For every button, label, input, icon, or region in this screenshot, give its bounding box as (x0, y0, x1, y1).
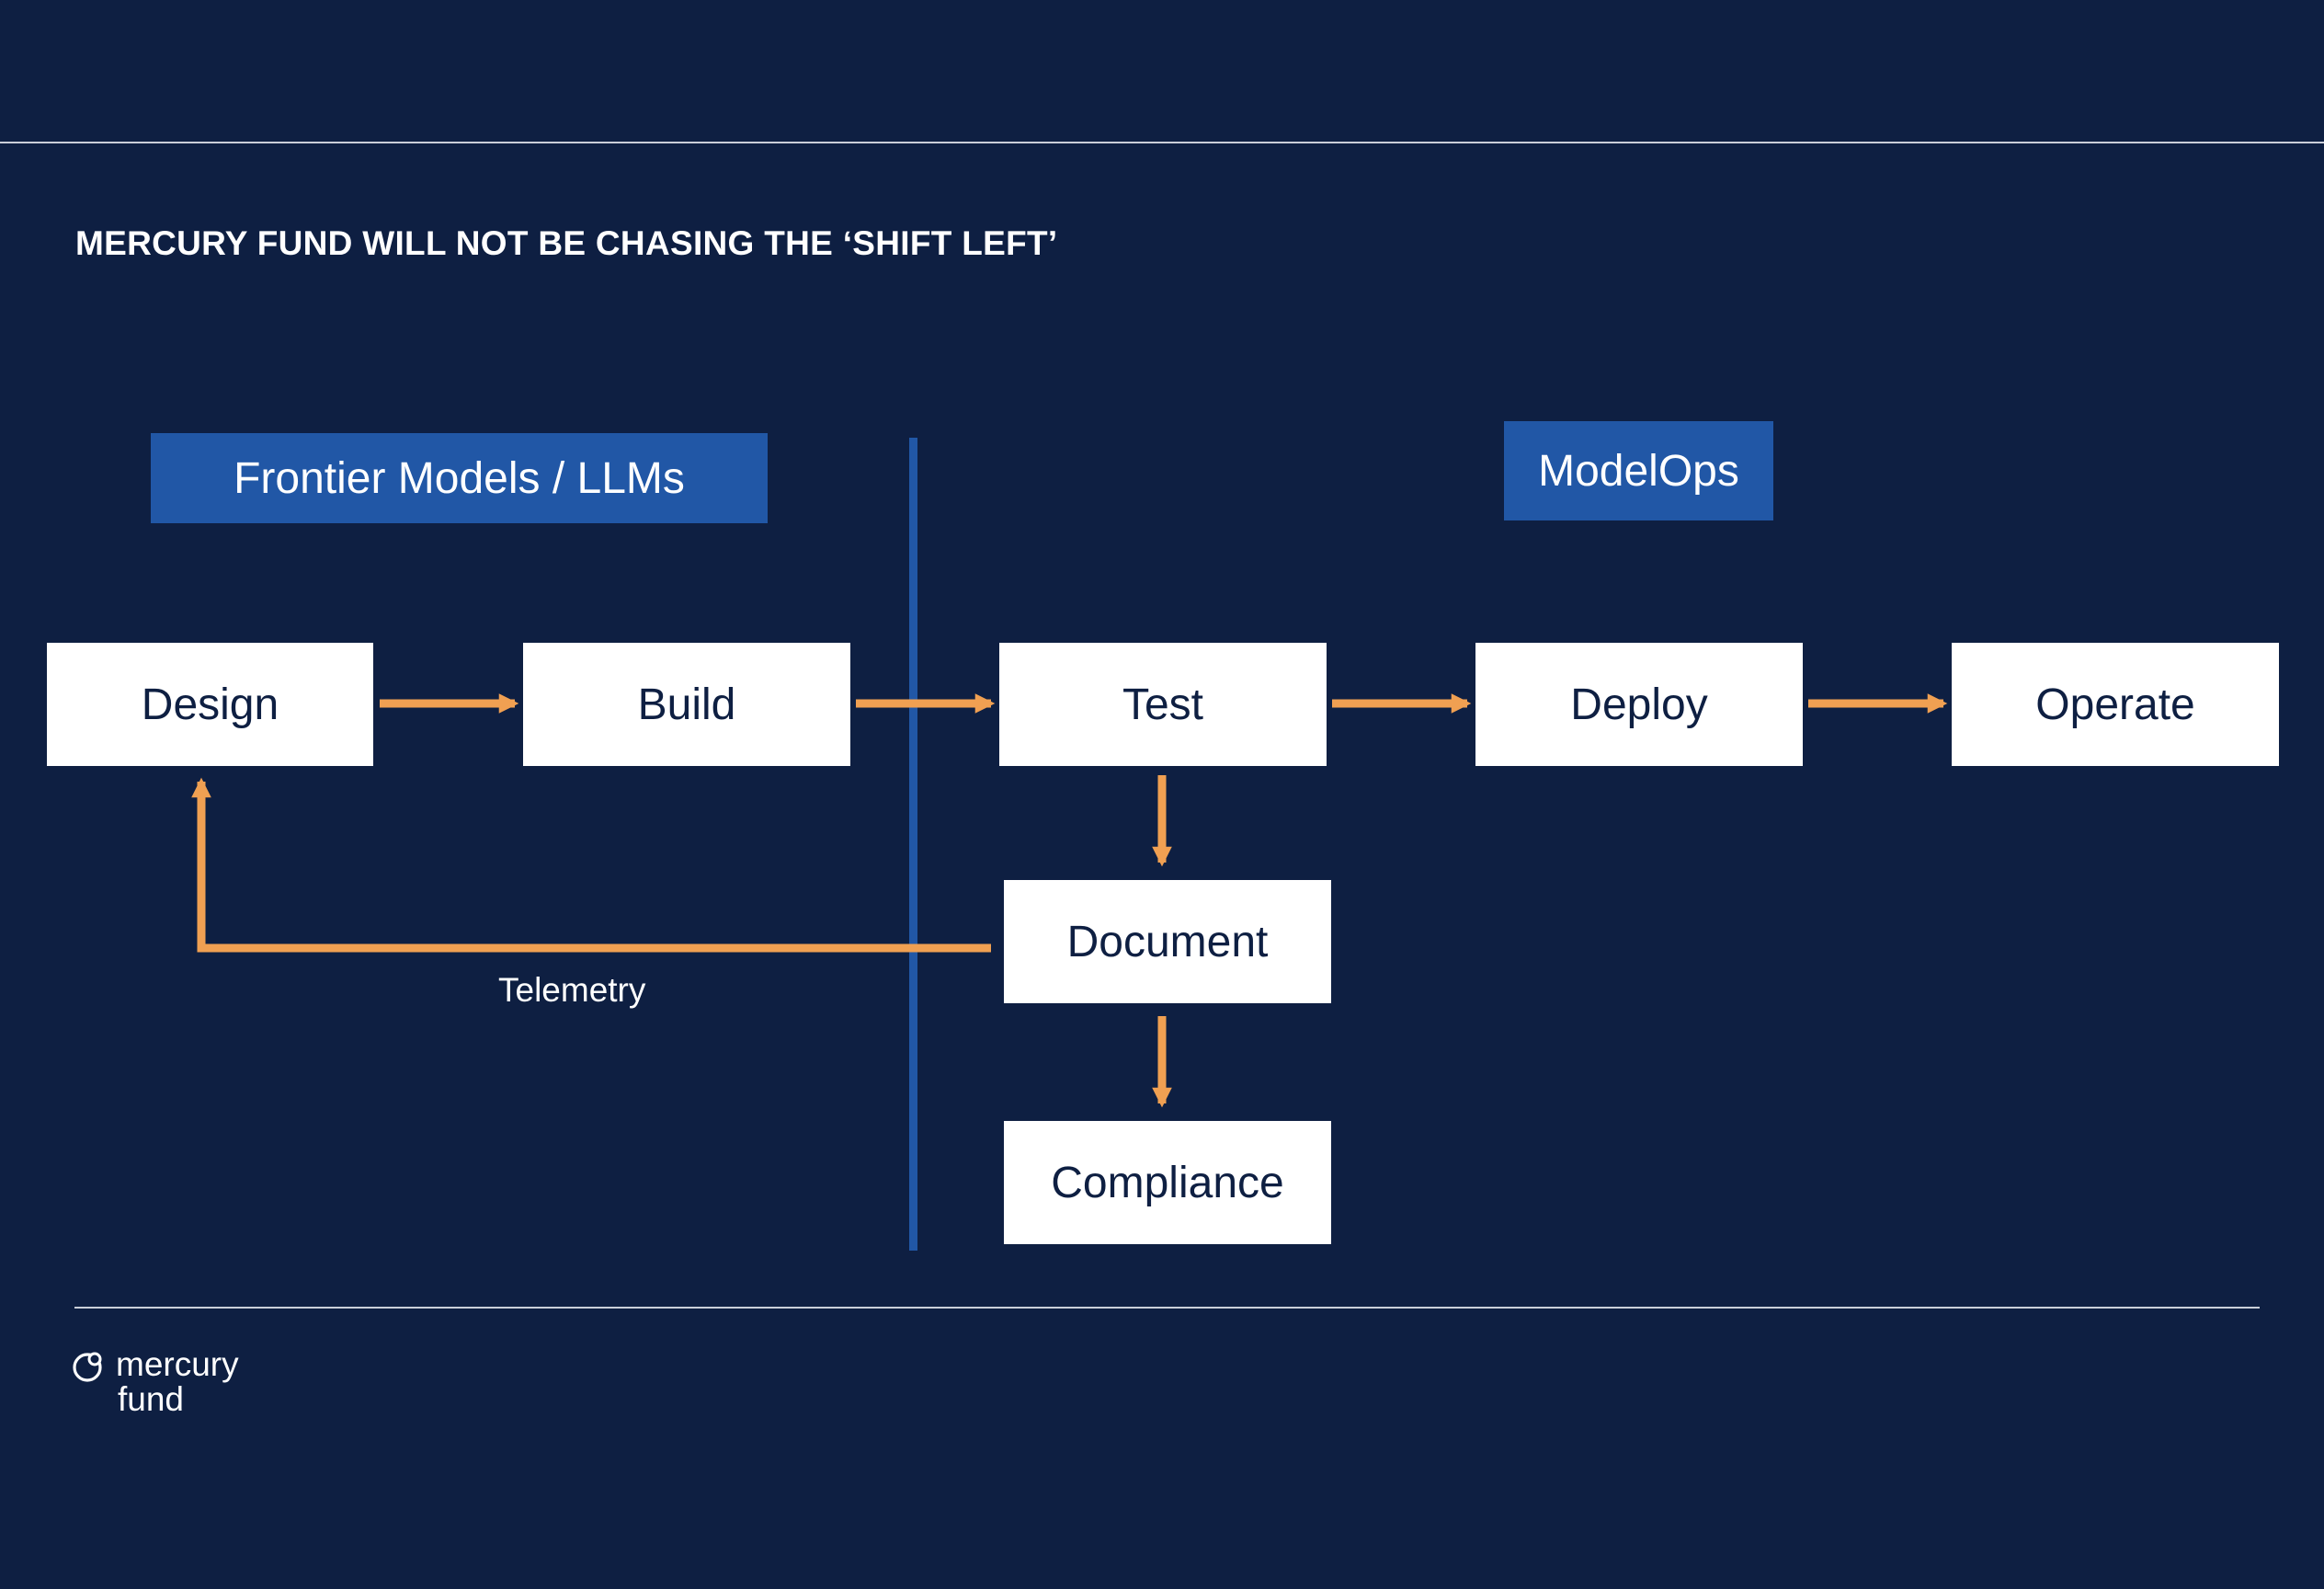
shift-left-divider (909, 438, 917, 1251)
stage-deploy: Deploy (1475, 643, 1803, 766)
mercury-logo-icon (73, 1352, 102, 1382)
stage-document: Document (1004, 880, 1331, 1003)
stage-build: Build (523, 643, 850, 766)
stage-test: Test (999, 643, 1327, 766)
telemetry-label: Telemetry (498, 971, 646, 1009)
logo-text-mercury: mercury (116, 1345, 239, 1383)
logo-text-fund: fund (118, 1380, 185, 1418)
bottom-divider-line (74, 1307, 2260, 1309)
slide-title: MERCURY FUND WILL NOT BE CHASING THE ‘SH… (75, 224, 1058, 262)
mercury-fund-logo: mercury fund (72, 1345, 274, 1423)
stage-operate: Operate (1952, 643, 2279, 766)
modelops-tag: ModelOps (1504, 421, 1773, 520)
frontier-models-tag: Frontier Models / LLMs (151, 433, 768, 523)
stage-compliance: Compliance (1004, 1121, 1331, 1244)
top-divider-line (0, 142, 2324, 143)
telemetry-feedback-arrow (191, 777, 991, 953)
stage-design: Design (47, 643, 373, 766)
